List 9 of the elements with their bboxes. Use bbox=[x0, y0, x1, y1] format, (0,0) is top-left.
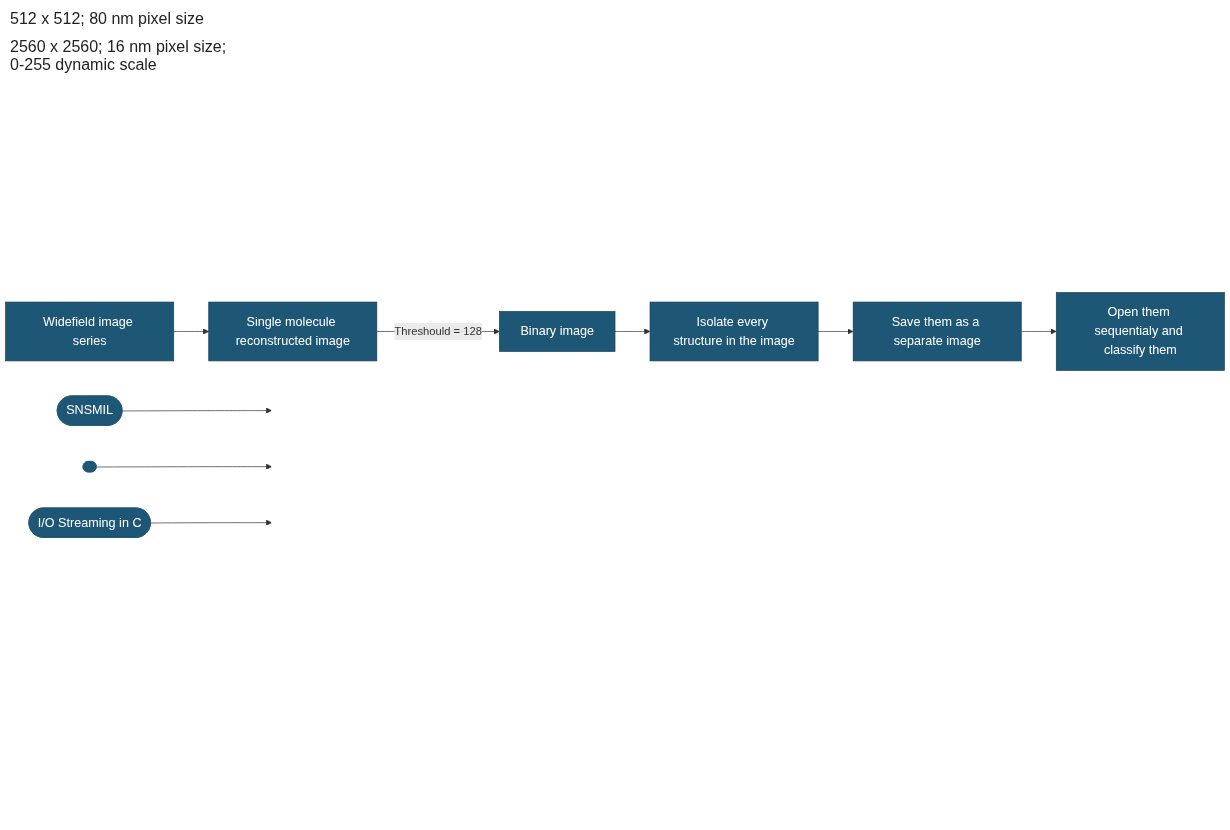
node-box: Single molecule reconstructed image bbox=[208, 301, 378, 362]
node-box: Widefield image series bbox=[5, 301, 175, 362]
note-text: 2560 x 2560; 16 nm pixel size; 0-255 dynamic scale bbox=[10, 38, 228, 74]
node-box: Isolate every structure in the image bbox=[649, 301, 819, 362]
node-box: Open them sequentialy and classify them bbox=[1055, 292, 1225, 371]
node-box: Binary image bbox=[499, 311, 616, 352]
edge-label: Threshould = 128 bbox=[394, 325, 482, 338]
node-box: Save them as a separate image bbox=[852, 301, 1022, 362]
note-text: 512 x 512; 80 nm pixel size bbox=[10, 10, 205, 28]
